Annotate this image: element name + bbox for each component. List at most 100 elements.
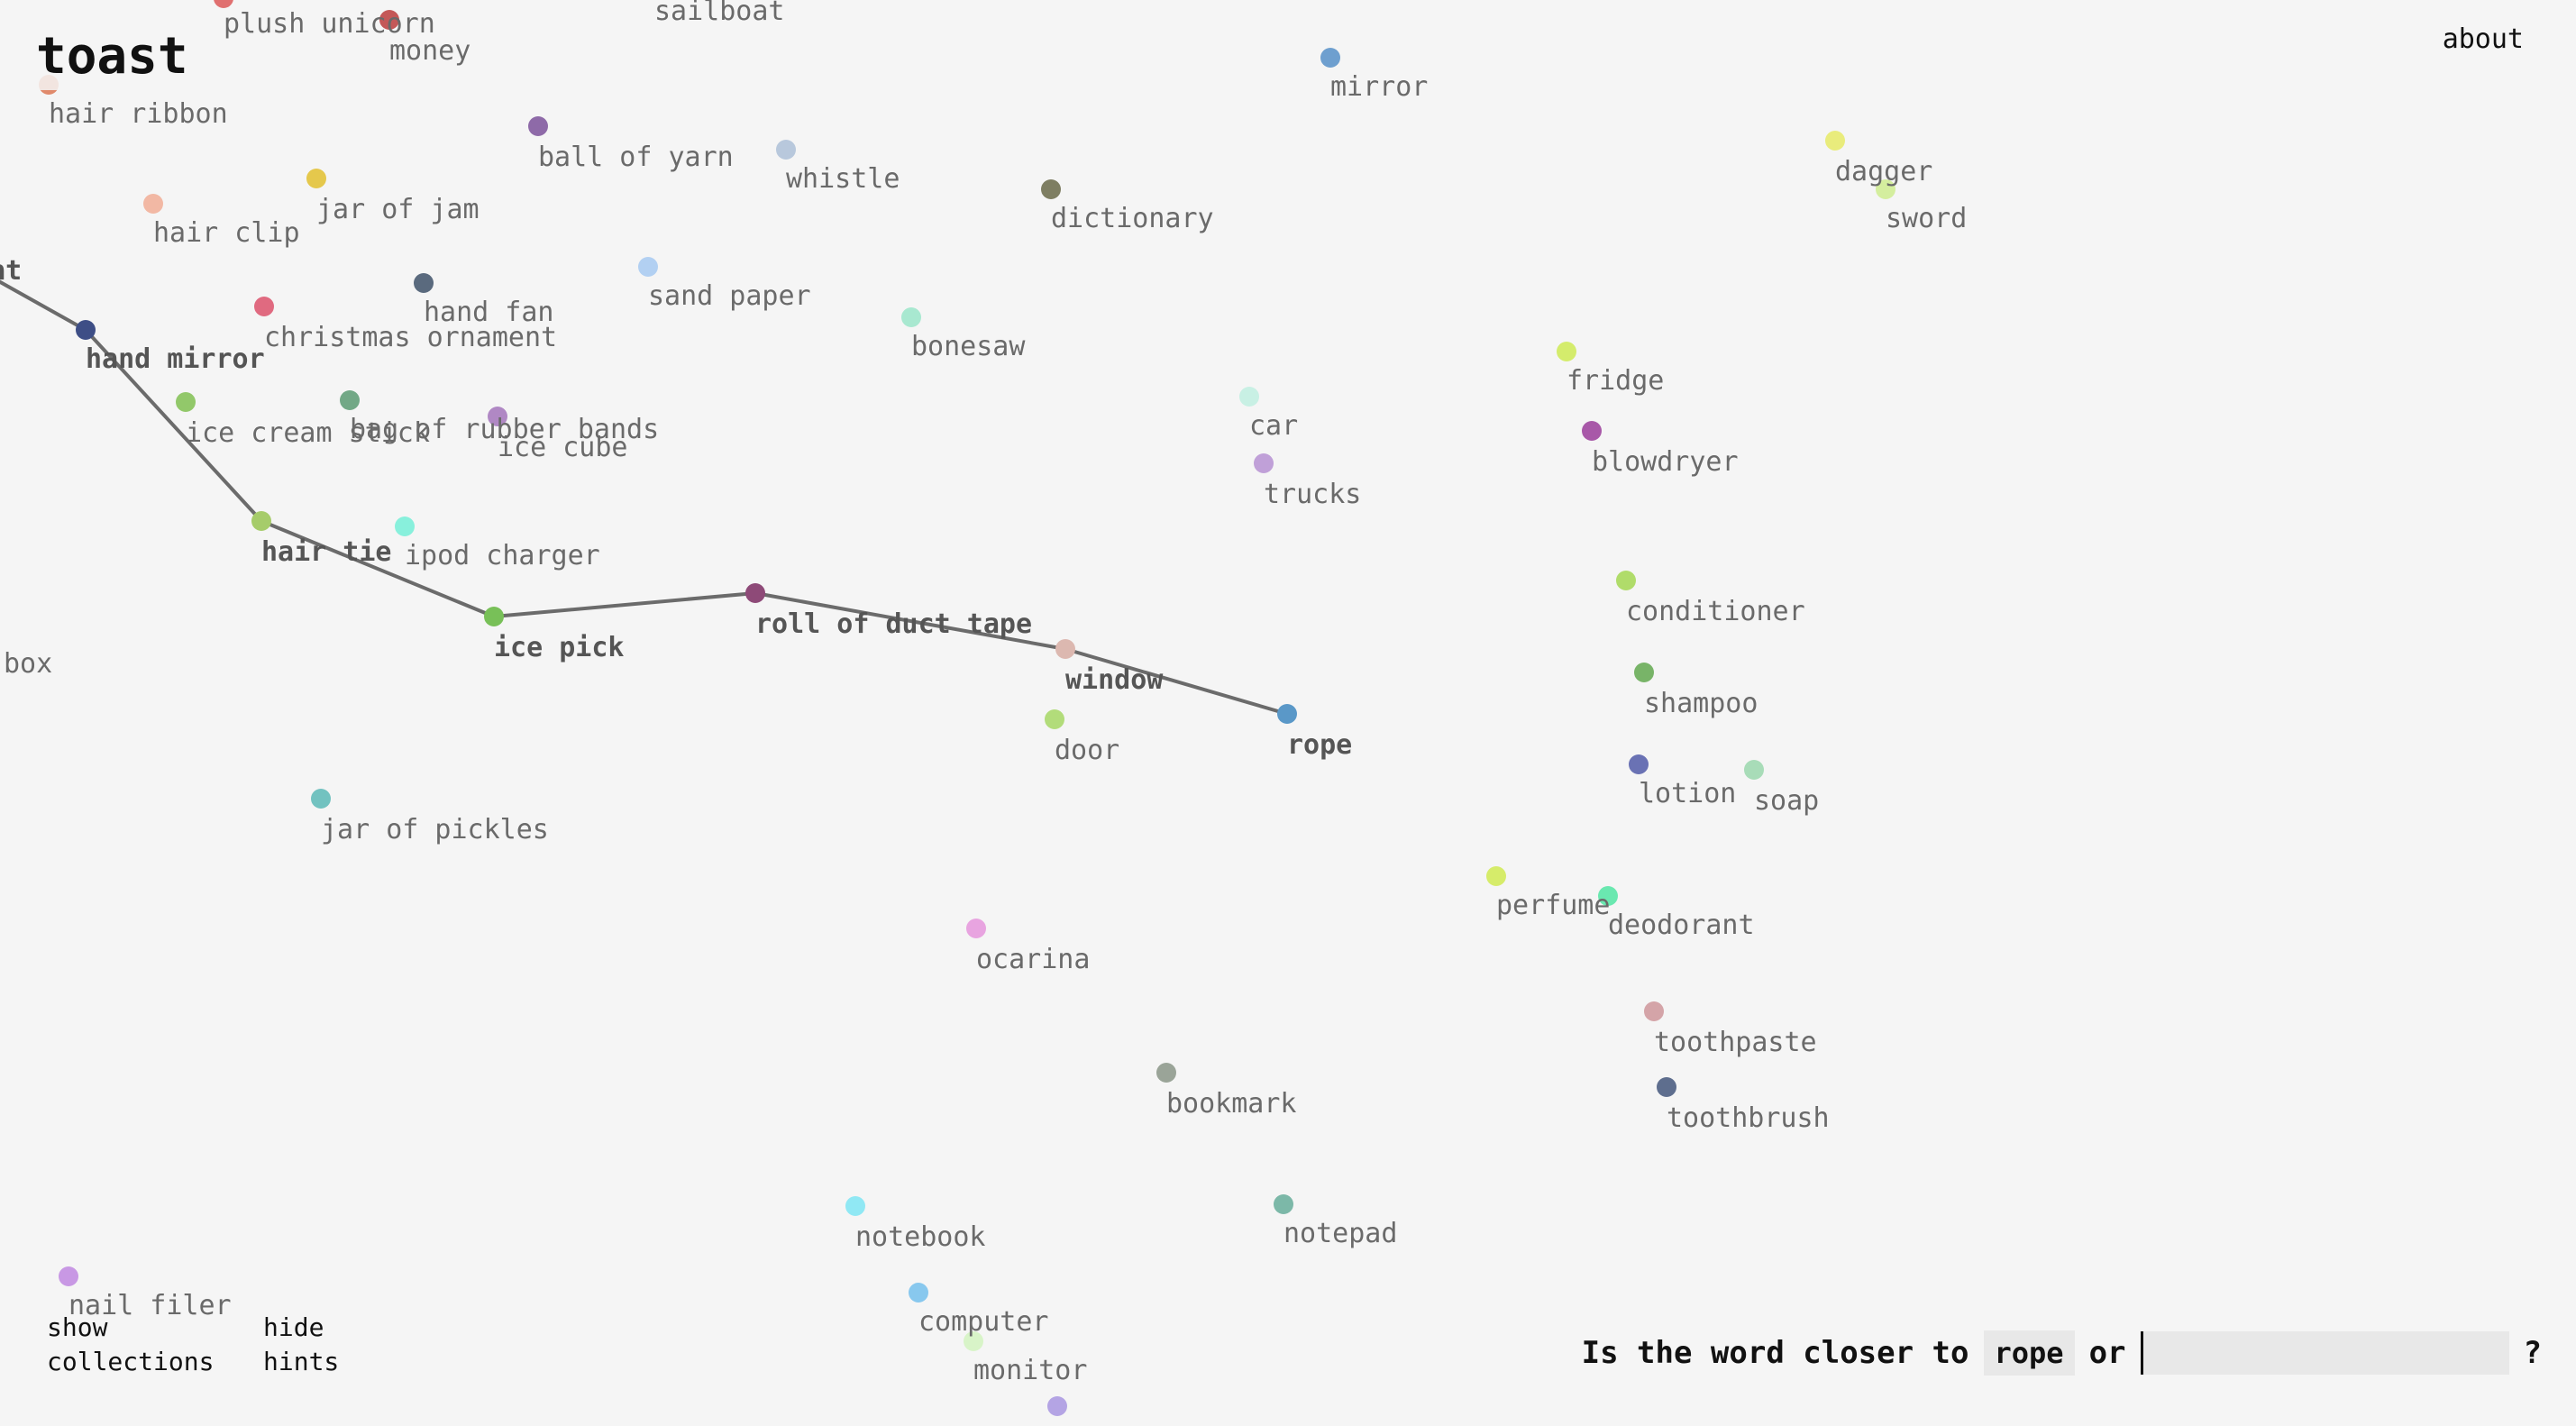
word-label-notepad[interactable]: notepad — [1283, 1218, 1397, 1249]
word-label-toothbrush[interactable]: toothbrush — [1667, 1102, 1830, 1134]
word-dot-jar-of-jam[interactable] — [306, 169, 326, 188]
word-dot-hand-mirror[interactable] — [76, 320, 96, 340]
word-label-sword[interactable]: sword — [1886, 203, 1967, 234]
word-label-perfume[interactable]: perfume — [1496, 890, 1610, 921]
word-dot-ball-of-yarn[interactable] — [528, 116, 548, 136]
word-label-whistle[interactable]: whistle — [786, 163, 900, 195]
word-dot-mirror[interactable] — [1320, 48, 1340, 68]
word-label-ocarina[interactable]: ocarina — [976, 944, 1090, 975]
word-label-blowdryer[interactable]: blowdryer — [1592, 446, 1739, 478]
word-dot-plush-unicorn[interactable] — [214, 0, 233, 8]
word-label-box[interactable]: box — [4, 648, 52, 680]
word-dot-sand-paper[interactable] — [638, 257, 658, 277]
word-dot-money[interactable] — [379, 10, 399, 30]
word-label-bookmark[interactable]: bookmark — [1166, 1088, 1297, 1120]
word-label-deodorant[interactable]: deodorant — [1608, 910, 1755, 941]
word-dot-door[interactable] — [1045, 709, 1064, 729]
word-dot-window[interactable] — [1055, 639, 1075, 659]
word-dot-notebook[interactable] — [845, 1196, 865, 1216]
word-dot-rope[interactable] — [1277, 704, 1297, 724]
word-dot-hand-fan[interactable] — [414, 273, 434, 293]
word-label-ice-cream-stick[interactable]: ice cream stick — [186, 417, 430, 449]
word-label-mirror[interactable]: mirror — [1330, 71, 1428, 103]
word-label-soap[interactable]: soap — [1754, 785, 1819, 817]
word-dot-unlabeled[interactable] — [1047, 1396, 1067, 1416]
word-label-sailboat[interactable]: sailboat — [654, 0, 785, 27]
word-dot-fridge[interactable] — [1557, 342, 1576, 361]
word-label-notebook[interactable]: notebook — [855, 1221, 986, 1253]
word-label-jar-of-jam[interactable]: jar of jam — [316, 194, 480, 225]
word-label-hand-mirror[interactable]: hand mirror — [86, 343, 265, 375]
word-label-roll-of-duct-tape[interactable]: roll of duct tape — [755, 608, 1032, 640]
word-dot-bag-of-rubber-bands[interactable] — [340, 390, 360, 410]
word-dot-whistle[interactable] — [776, 140, 796, 160]
show-collections-button[interactable]: show collections — [47, 1312, 215, 1377]
word-label-jar-of-pickles[interactable]: jar of pickles — [321, 814, 549, 846]
word-label-ice-cube[interactable]: ice cube — [498, 432, 628, 463]
word-dot-ice-cream-stick[interactable] — [176, 392, 196, 412]
word-label-fridge[interactable]: fridge — [1567, 365, 1664, 397]
guess-input[interactable] — [2140, 1331, 2509, 1375]
word-label-nail-filer[interactable]: nail filer — [69, 1290, 232, 1321]
word-label-bonesaw[interactable]: bonesaw — [911, 331, 1026, 362]
word-label-lotion[interactable]: lotion — [1639, 778, 1736, 809]
word-dot-hair-tie[interactable] — [251, 511, 271, 531]
word-dot-car[interactable] — [1239, 387, 1259, 407]
word-label-ball-of-yarn[interactable]: ball of yarn — [538, 142, 734, 173]
word-label-car[interactable]: car — [1249, 410, 1298, 442]
word-label-bat[interactable]: bat — [0, 255, 22, 287]
hide-hints-button[interactable]: hide hints — [263, 1312, 340, 1377]
word-dot-ice-pick[interactable] — [484, 607, 504, 626]
word-dot-lotion[interactable] — [1629, 754, 1649, 774]
word-label-conditioner[interactable]: conditioner — [1626, 596, 1805, 627]
word-label-computer[interactable]: computer — [918, 1306, 1049, 1338]
word-dot-dictionary[interactable] — [1041, 179, 1061, 199]
word-label-christmas-ornament[interactable]: christmas ornament — [264, 322, 557, 353]
word-dot-dagger[interactable] — [1825, 131, 1845, 151]
word-label-ipod-charger[interactable]: ipod charger — [405, 540, 600, 571]
word-dot-notepad[interactable] — [1274, 1194, 1293, 1214]
word-dot-christmas-ornament[interactable] — [254, 297, 274, 316]
word-label-shampoo[interactable]: shampoo — [1644, 688, 1758, 719]
word-label-dagger[interactable]: dagger — [1835, 156, 1932, 187]
word-dot-blowdryer[interactable] — [1582, 421, 1602, 441]
word-dot-toothpaste[interactable] — [1644, 1001, 1664, 1021]
app-logo[interactable]: toast — [36, 25, 194, 90]
word-dot-ocarina[interactable] — [966, 919, 986, 938]
about-link[interactable]: about — [2442, 23, 2524, 55]
word-dot-perfume[interactable] — [1486, 866, 1506, 886]
word-label-trucks[interactable]: trucks — [1264, 479, 1361, 510]
word-label-window[interactable]: window — [1065, 664, 1164, 696]
word-dot-bonesaw[interactable] — [901, 307, 921, 327]
word-dot-sword[interactable] — [1876, 179, 1895, 199]
word-dot-monitor[interactable] — [964, 1331, 983, 1351]
word-label-door[interactable]: door — [1055, 735, 1119, 766]
word-dot-computer[interactable] — [909, 1283, 928, 1303]
word-dot-roll-of-duct-tape[interactable] — [745, 583, 765, 603]
word-label-monitor[interactable]: monitor — [973, 1355, 1087, 1386]
word-dot-conditioner[interactable] — [1616, 571, 1636, 590]
word-dot-bookmark[interactable] — [1156, 1063, 1176, 1083]
word-label-ice-pick[interactable]: ice pick — [494, 632, 625, 663]
word-dot-hair-clip[interactable] — [143, 194, 163, 214]
word-dot-soap[interactable] — [1744, 760, 1764, 780]
word-dot-toothbrush[interactable] — [1657, 1077, 1676, 1097]
word-dot-ipod-charger[interactable] — [395, 516, 415, 536]
word-label-bag-of-rubber-bands[interactable]: bag of rubber bands — [350, 414, 659, 445]
word-label-hair-ribbon[interactable]: hair ribbon — [49, 98, 228, 130]
word-dot-jar-of-pickles[interactable] — [311, 789, 331, 809]
word-label-money[interactable]: money — [389, 35, 470, 67]
word-label-dictionary[interactable]: dictionary — [1051, 203, 1214, 234]
word-label-rope[interactable]: rope — [1287, 729, 1352, 761]
word-label-hand-fan[interactable]: hand fan — [424, 297, 554, 328]
word-dot-nail-filer[interactable] — [59, 1266, 78, 1286]
word-dot-ice-cube[interactable] — [488, 407, 507, 426]
word-dot-shampoo[interactable] — [1634, 663, 1654, 682]
word-label-hair-tie[interactable]: hair tie — [261, 536, 392, 568]
word-dot-deodorant[interactable] — [1598, 886, 1618, 906]
word-label-sand-paper[interactable]: sand paper — [648, 280, 811, 312]
word-label-toothpaste[interactable]: toothpaste — [1654, 1027, 1817, 1058]
word-dot-trucks[interactable] — [1254, 453, 1274, 473]
word-label-hair-clip[interactable]: hair clip — [153, 217, 300, 249]
